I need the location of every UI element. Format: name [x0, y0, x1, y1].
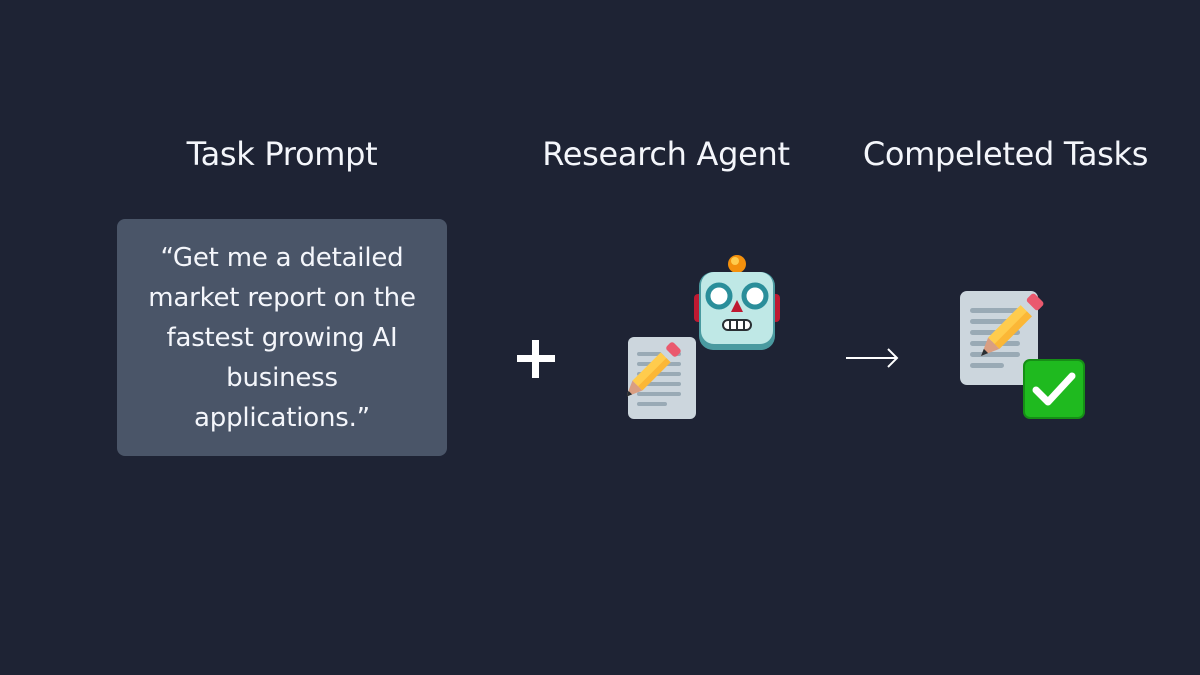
heading-completed-tasks: Compeleted Tasks [862, 135, 1149, 173]
task-prompt-box: “Get me a detailed market report on the … [117, 219, 447, 456]
memo-icon [960, 291, 1044, 385]
memo-icon [627, 337, 696, 419]
heading-research-agent: Research Agent [542, 135, 790, 173]
task-prompt-text: “Get me a detailed market report on the … [148, 242, 416, 433]
plus-icon [517, 340, 555, 378]
arrow-right-icon [846, 348, 899, 368]
check-mark-button-icon [1023, 359, 1085, 419]
heading-task-prompt: Task Prompt [186, 135, 378, 173]
robot-icon [694, 255, 780, 350]
